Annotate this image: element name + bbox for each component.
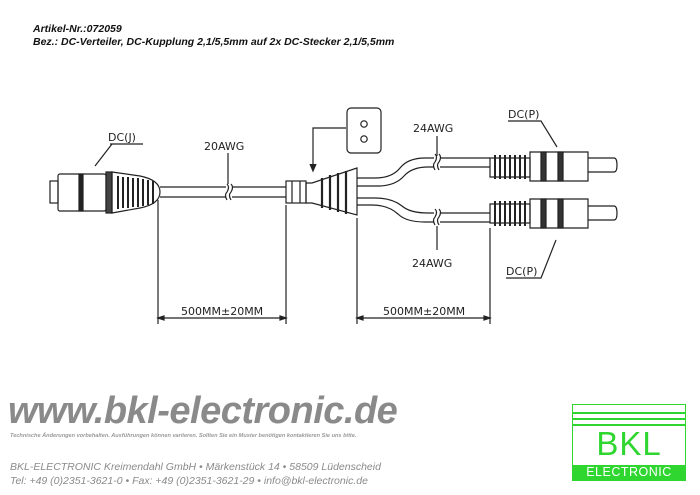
cable-cross-section: [309, 107, 382, 173]
branch-cable-bottom: [357, 197, 490, 226]
article-number: Artikel-Nr.:072059: [33, 23, 122, 35]
bkl-logo: BKL ELECTRONIC: [572, 404, 686, 481]
cable-technical-drawing: DC(J) 20AWG 24AWG 24AWG DC(P) DC(P) 500M…: [49, 107, 618, 324]
company-contact: Tel: +49 (0)2351-3621-0 • Fax: +49 (0)23…: [10, 475, 368, 487]
product-description: Bez.: DC-Verteiler, DC-Kupplung 2,1/5,5m…: [33, 36, 395, 48]
dc-jack-connector: [49, 171, 161, 214]
top-plug-label: DC(P): [508, 108, 539, 121]
jack-label: DC(J): [108, 131, 136, 144]
top-plug-leader: [508, 120, 558, 148]
dimension-left-label: 500MM±20MM: [181, 305, 263, 318]
main-cable-label: 20AWG: [204, 140, 244, 153]
company-address: BKL-ELECTRONIC Kreimendahl GmbH • Märken…: [10, 461, 381, 473]
logo-main-text: BKL: [596, 425, 662, 462]
jack-leader: [94, 143, 113, 167]
bottom-branch-label: 24AWG: [412, 257, 452, 270]
dc-plug-top: [489, 151, 618, 182]
branch-cable-top: [357, 153, 490, 187]
splitter-body: [285, 167, 358, 216]
dimension-lines: [156, 200, 492, 324]
bottom-plug-label: DC(P): [506, 265, 537, 278]
logo-sub-text: ELECTRONIC: [573, 465, 685, 480]
top-branch-label: 24AWG: [413, 122, 453, 135]
disclaimer: Technische Änderungen vorbehalten. Ausfü…: [10, 433, 357, 439]
bottom-plug-leader: [506, 239, 557, 279]
main-cable: [160, 183, 286, 201]
website-url[interactable]: www.bkl-electronic.de: [8, 390, 398, 432]
dimension-right-label: 500MM±20MM: [383, 305, 465, 318]
dc-plug-bottom: [489, 198, 618, 229]
